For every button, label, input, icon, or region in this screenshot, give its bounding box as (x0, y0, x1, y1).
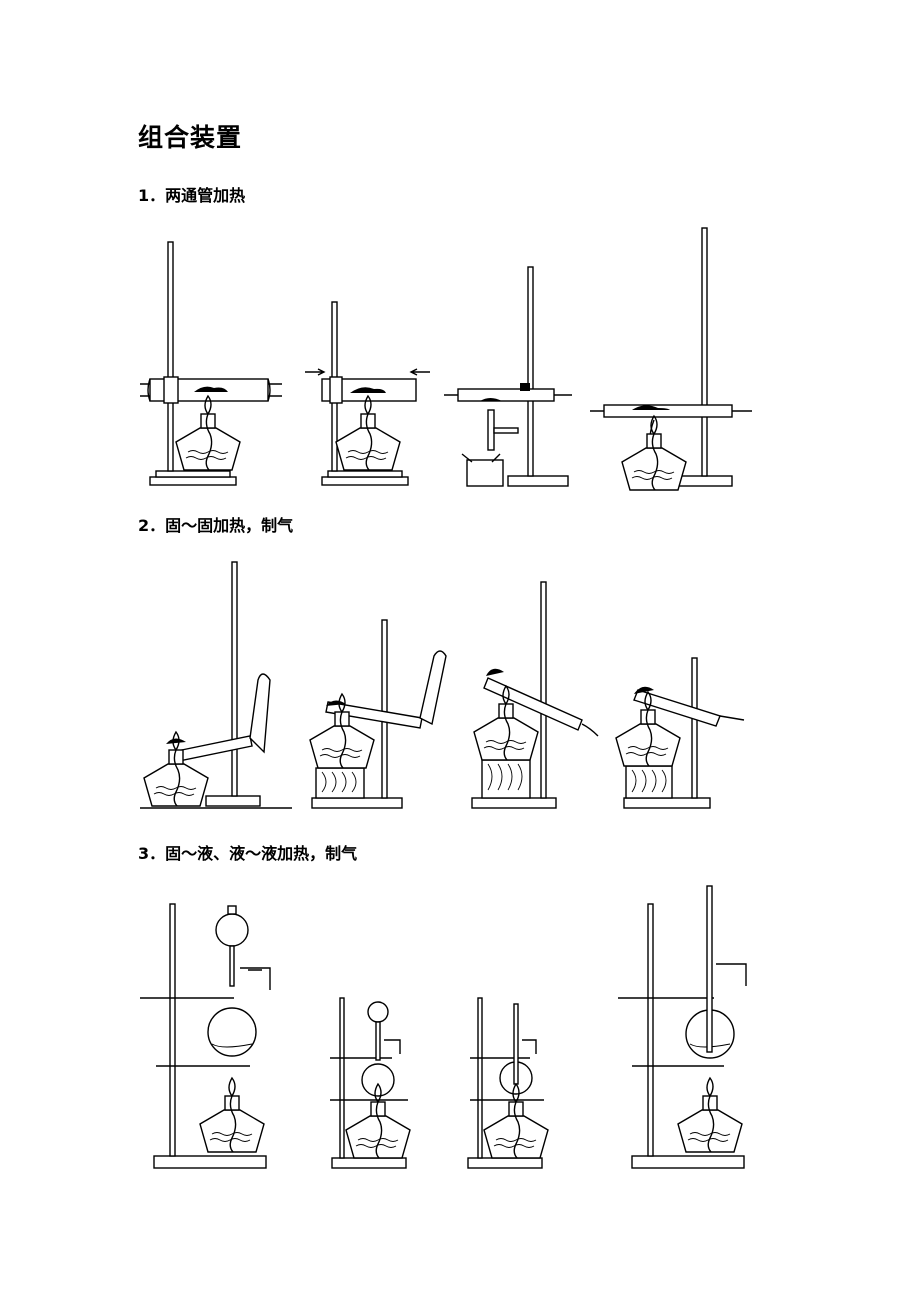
apparatus-3-2 (330, 997, 411, 1169)
section-heading-1: 1．两通管加热 (138, 186, 246, 205)
tube-heating-apparatus-row (140, 227, 752, 491)
section-heading-3: 3．固～液、液～液加热，制气 (138, 844, 358, 863)
apparatus-2-3 (471, 581, 599, 809)
apparatus-2-4 (615, 657, 745, 809)
solid-liquid-heating-apparatus-row (140, 885, 747, 1169)
section-heading-2: 2．固～固加热，制气 (138, 516, 294, 535)
apparatus-1-4 (590, 227, 752, 491)
apparatus-2-1 (143, 561, 271, 807)
page-title: 组合装置 (138, 123, 243, 152)
apparatus-2-2 (309, 619, 447, 809)
solid-solid-heating-apparatus-row (140, 561, 745, 809)
apparatus-3-1 (140, 903, 271, 1169)
apparatus-1-2 (305, 301, 430, 486)
apparatus-1-1 (140, 241, 282, 486)
apparatus-3-4 (618, 885, 747, 1169)
apparatus-1-3 (444, 266, 572, 487)
apparatus-3-3 (467, 997, 549, 1169)
